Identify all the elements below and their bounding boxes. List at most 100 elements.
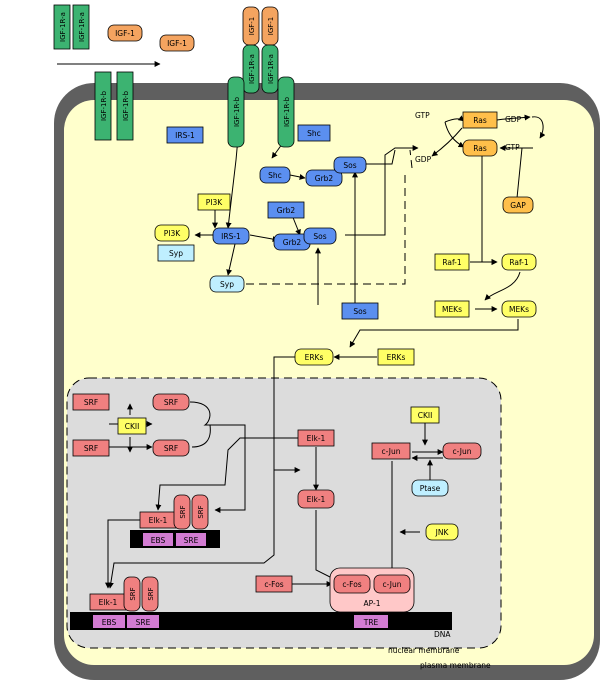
grb2-free-node: Grb2	[267, 201, 305, 219]
svg-text:Shc: Shc	[268, 171, 282, 180]
ap1-complex: c-Fos c-Jun AP-1	[329, 567, 415, 613]
svg-text:IGF-1R-b: IGF-1R-b	[122, 90, 130, 121]
svg-text:IGF-1: IGF-1	[167, 39, 187, 48]
svg-text:Elk-1: Elk-1	[99, 598, 118, 607]
svg-text:IGF-1R-b: IGF-1R-b	[233, 96, 241, 127]
igf1r-beta-free-1: IGF-1R-b	[94, 71, 112, 141]
grb2-shc-complex-node: Grb2	[305, 169, 343, 187]
meks-inactive-node: MEKs	[434, 300, 470, 318]
svg-text:CKII: CKII	[418, 411, 433, 420]
svg-text:IRS-1: IRS-1	[221, 232, 241, 241]
svg-text:Grb2: Grb2	[277, 206, 296, 215]
svg-text:IGF-1R-b: IGF-1R-b	[283, 96, 291, 127]
svg-text:GTP: GTP	[415, 111, 430, 120]
svg-text:Elk-1: Elk-1	[307, 434, 326, 443]
svg-text:Ras: Ras	[473, 144, 487, 153]
svg-text:IRS-1: IRS-1	[175, 131, 195, 140]
svg-text:AP-1: AP-1	[364, 599, 381, 608]
igf1r-alpha-bound-2: IGF-1R-a	[261, 44, 279, 94]
svg-text:Sos: Sos	[353, 307, 366, 316]
svg-text:Sos: Sos	[343, 161, 356, 170]
svg-text:GDP: GDP	[505, 115, 522, 124]
svg-text:TRE: TRE	[363, 618, 379, 627]
svg-text:Syp: Syp	[169, 249, 183, 258]
tre-element: TRE	[354, 615, 388, 628]
svg-text:IGF-1R-a: IGF-1R-a	[59, 12, 67, 42]
ras-gtp-node: Ras	[462, 139, 498, 157]
srf-inactive-node-1: SRF	[72, 393, 110, 411]
svg-text:SRF: SRF	[147, 587, 155, 600]
pathway-connections	[105, 114, 546, 589]
raf1-active-node: Raf-1	[501, 253, 537, 271]
shc-node: Shc	[259, 166, 291, 184]
svg-text:ERKs: ERKs	[387, 353, 406, 362]
svg-text:CKII: CKII	[125, 422, 140, 431]
ptase-node: Ptase	[411, 479, 449, 497]
igf1-ligand-free-2: IGF-1	[159, 34, 195, 52]
igf1r-beta-bound-1: IGF-1R-b	[227, 76, 245, 148]
sos-shc-complex-node: Sos	[333, 156, 367, 174]
svg-text:IGF-1R-a: IGF-1R-a	[267, 54, 275, 84]
svg-text:c-Fos: c-Fos	[264, 580, 283, 589]
plasma-membrane-label: plasma membrane	[420, 661, 491, 670]
svg-text:SRF: SRF	[179, 505, 187, 518]
cjun-active-node: c-Jun	[442, 442, 482, 460]
svg-text:GAP: GAP	[510, 201, 526, 210]
svg-text:SRF: SRF	[84, 398, 98, 407]
elk1-sre-complex-upper: Elk-1 SRF SRF	[139, 494, 209, 530]
elk1-sre-complex-lower: Elk-1 SRF SRF	[89, 576, 159, 612]
svg-text:GTP: GTP	[505, 143, 520, 152]
pi3k-free-node: PI3K	[197, 193, 231, 211]
pi3k-bound-node: PI3K	[154, 224, 190, 242]
syp-free-node: Syp	[157, 244, 195, 262]
svg-text:EBS: EBS	[151, 536, 166, 545]
svg-text:IGF-1R-a: IGF-1R-a	[248, 54, 256, 84]
elk1-active-node: Elk-1	[297, 489, 335, 509]
sos-free-node: Sos	[341, 302, 379, 320]
ckii-nuclear-node-2: CKII	[410, 406, 440, 424]
svg-text:ERKs: ERKs	[305, 353, 324, 362]
igf1r-alpha-bound-1: IGF-1R-a	[242, 44, 260, 94]
ras-gdp-node: Ras	[462, 111, 498, 129]
svg-text:Raf-1: Raf-1	[509, 258, 529, 267]
svg-text:Elk-1: Elk-1	[307, 495, 326, 504]
svg-text:c-Fos: c-Fos	[342, 580, 361, 589]
irs1-node: IRS-1	[212, 227, 250, 245]
igf1r-alpha-free-2: IGF-1R-a	[72, 4, 90, 50]
ebs-element-lower: EBS	[93, 615, 125, 628]
svg-text:SRE: SRE	[184, 536, 199, 545]
svg-text:JNK: JNK	[435, 528, 450, 537]
erks-inactive-node: ERKs	[377, 348, 415, 366]
svg-text:SRF: SRF	[164, 444, 178, 453]
svg-text:Ras: Ras	[473, 116, 487, 125]
svg-text:c-Jun: c-Jun	[383, 580, 402, 589]
svg-text:MEKs: MEKs	[442, 305, 462, 314]
igf1r-beta-bound-2: IGF-1R-b	[277, 76, 295, 148]
svg-text:IGF-1R-a: IGF-1R-a	[78, 12, 86, 42]
igf1-ligand-bound-1: IGF-1	[242, 6, 260, 46]
svg-text:GDP: GDP	[415, 155, 432, 164]
cjun-inactive-node: c-Jun	[371, 442, 411, 460]
srf-active-node-1: SRF	[152, 393, 190, 411]
shc-receptor-node: Shc	[297, 124, 331, 142]
svg-text:SRF: SRF	[164, 398, 178, 407]
svg-text:SRF: SRF	[84, 444, 98, 453]
svg-text:PI3K: PI3K	[164, 229, 182, 238]
raf1-inactive-node: Raf-1	[434, 253, 470, 271]
svg-text:Raf-1: Raf-1	[442, 258, 462, 267]
svg-text:MEKs: MEKs	[509, 305, 529, 314]
svg-text:c-Jun: c-Jun	[382, 447, 401, 456]
svg-text:IGF-1: IGF-1	[267, 17, 275, 36]
dna-label: DNA	[434, 630, 451, 639]
igf1r-alpha-free-1: IGF-1R-a	[53, 4, 71, 50]
ckii-nuclear-node-1: CKII	[117, 417, 147, 435]
svg-text:Elk-1: Elk-1	[149, 516, 168, 525]
svg-text:c-Jun: c-Jun	[453, 447, 472, 456]
irs1-receptor-node: IRS-1	[166, 126, 204, 144]
igf1-ligand-bound-2: IGF-1	[261, 6, 279, 46]
srf-active-node-2: SRF	[152, 439, 190, 457]
elk1-inactive-node: Elk-1	[297, 429, 335, 447]
svg-text:IGF-1R-b: IGF-1R-b	[100, 90, 108, 121]
svg-text:Syp: Syp	[220, 280, 234, 289]
sos-irs1-complex-node: Sos	[303, 227, 337, 245]
